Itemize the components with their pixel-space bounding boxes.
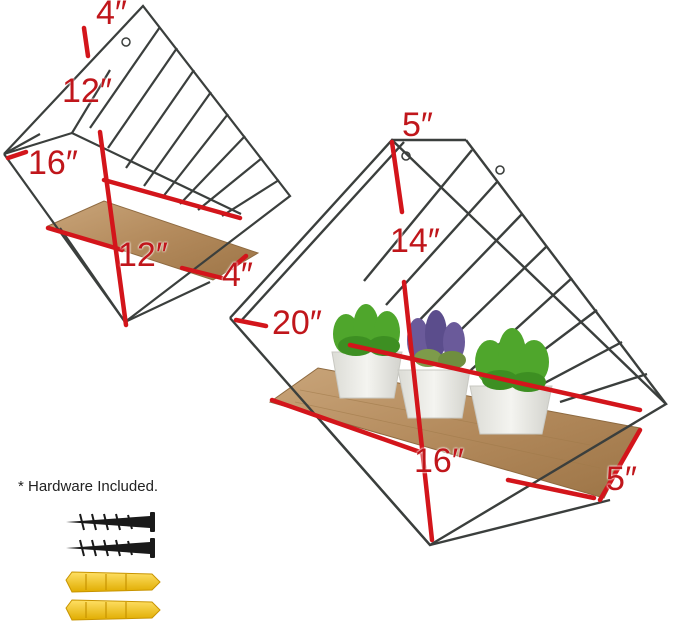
large-shelf [229, 138, 668, 547]
small-shelf-height-label: 12″ [62, 72, 112, 110]
large-shelf-width-label: 20″ [272, 304, 322, 342]
small-shelf-wire-frame [3, 4, 292, 324]
succulent-planter [331, 304, 403, 399]
wall-anchor-icon [65, 571, 161, 593]
dimension-lines [5, 25, 643, 543]
small-shelf-width-label: 16″ [28, 144, 78, 182]
small-shelf-top-depth-label: 4″ [96, 0, 127, 32]
screw-icon [66, 512, 155, 532]
large-shelf-board-depth-label: 5″ [606, 460, 637, 498]
small-shelf [3, 4, 292, 324]
small-shelf-board-depth-label: 4″ [222, 256, 253, 294]
large-shelf-height-label: 14″ [390, 222, 440, 260]
screw-icon [66, 538, 155, 558]
large-shelf-board-length-label: 16″ [414, 442, 464, 480]
small-shelf-board-length-label: 12″ [118, 236, 168, 274]
hardware-included-note: * Hardware Included. [18, 478, 159, 495]
large-shelf-top-depth-label: 5″ [402, 106, 433, 144]
wall-anchor-icon [65, 599, 161, 621]
